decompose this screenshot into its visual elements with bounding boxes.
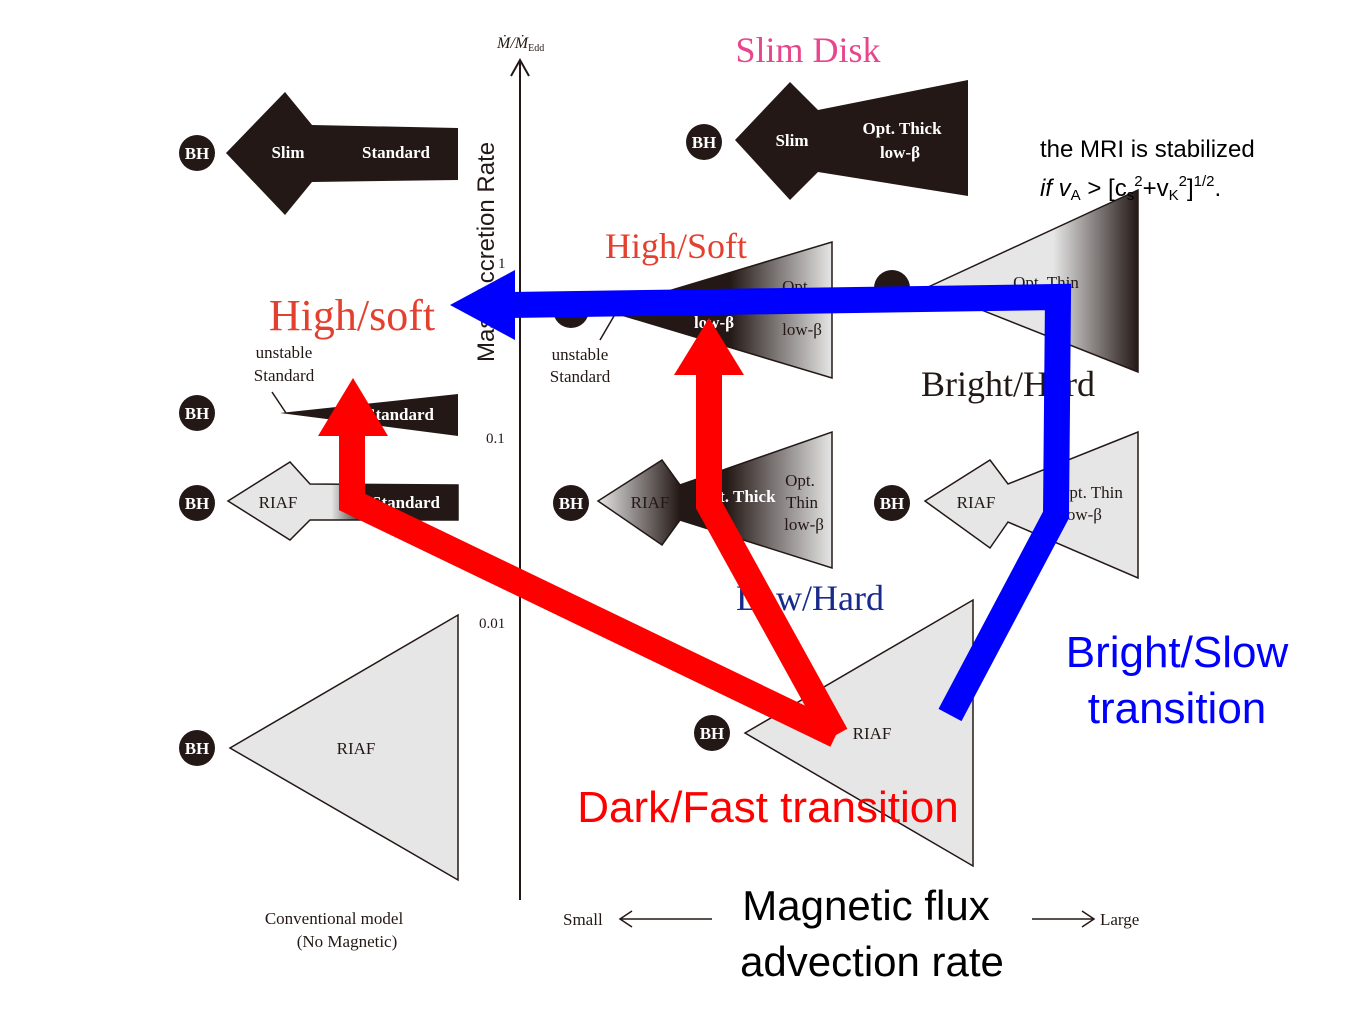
svg-text:RIAF: RIAF <box>259 493 298 512</box>
bright-slow-label-line1: Bright/Slow <box>1066 628 1289 677</box>
middle-slim-arrow: BH Slim Opt. Thick low-β <box>686 80 968 200</box>
left-riaf: BH RIAF <box>179 613 459 882</box>
svg-text:BH: BH <box>692 133 717 152</box>
bright-slow-transition-path <box>450 270 1072 722</box>
x-axis-title-line2: advection rate <box>740 938 1004 985</box>
svg-text:BH: BH <box>559 494 584 513</box>
left-caption-line1: Conventional model <box>265 909 404 928</box>
svg-text:BH: BH <box>185 739 210 758</box>
left-caption-line2: (No Magnetic) <box>297 932 398 951</box>
svg-text:unstable: unstable <box>552 345 609 364</box>
svg-text:Opt.: Opt. <box>785 471 815 490</box>
dark-fast-label: Dark/Fast transition <box>577 783 958 832</box>
x-axis-right-arrow <box>1032 910 1096 928</box>
svg-text:RIAF: RIAF <box>337 739 376 758</box>
svg-text:low-β: low-β <box>782 320 822 339</box>
svg-text:Opt. Thin: Opt. Thin <box>1057 483 1123 502</box>
svg-text:low-β: low-β <box>784 515 824 534</box>
y-axis <box>510 57 530 900</box>
right-riaf-opt-thin: BH RIAF Opt. Thin low-β <box>874 430 1139 580</box>
high-soft-title: High/Soft <box>605 226 747 266</box>
middle-riaf-thick-disk: BH RIAF Opt. Thick Opt. Thin low-β <box>553 430 833 570</box>
svg-text:Thin: Thin <box>786 493 819 512</box>
tick-label-0-1: 0.1 <box>486 431 505 447</box>
svg-text:BH: BH <box>185 494 210 513</box>
svg-text:RIAF: RIAF <box>957 493 996 512</box>
bright-slow-label-line2: transition <box>1088 684 1267 733</box>
svg-text:Standard: Standard <box>366 405 435 424</box>
slim-disk-title: Slim Disk <box>735 30 880 70</box>
left-unstable-standard: BH Standard unstable Standard <box>179 343 458 436</box>
right-opt-thin-disk: Opt. Thin <box>874 188 1139 374</box>
left-slim-disk-arrow: BH Slim Standard <box>179 92 458 215</box>
mri-note-line2: if vA > [cs2+vK2]1/2. <box>1040 173 1221 204</box>
svg-text:Standard: Standard <box>254 366 315 385</box>
mri-note-line1: the MRI is stabilized <box>1040 136 1255 163</box>
svg-text:unstable: unstable <box>256 343 313 362</box>
x-axis-small-label: Small <box>563 910 603 929</box>
x-axis-left-arrow <box>618 910 712 928</box>
svg-text:BH: BH <box>185 144 210 163</box>
svg-text:BH: BH <box>700 724 725 743</box>
svg-text:Opt. Thick: Opt. Thick <box>862 119 942 138</box>
svg-text:Standard: Standard <box>550 367 611 386</box>
svg-text:RIAF: RIAF <box>631 493 670 512</box>
svg-text:Standard: Standard <box>362 143 431 162</box>
svg-text:BH: BH <box>880 494 905 513</box>
svg-text:Slim: Slim <box>775 131 808 150</box>
dark-fast-transition-path <box>318 318 848 747</box>
svg-text:BH: BH <box>185 404 210 423</box>
x-axis-large-label: Large <box>1100 910 1139 929</box>
x-axis-title-line1: Magnetic flux <box>742 882 989 929</box>
svg-text:RIAF: RIAF <box>853 724 892 743</box>
middle-riaf-large: BH RIAF <box>694 598 974 868</box>
tick-label-0-01: 0.01 <box>479 616 505 632</box>
tick-label-1: 1 <box>498 256 506 272</box>
svg-text:Slim: Slim <box>271 143 304 162</box>
svg-text:low-β: low-β <box>880 143 920 162</box>
svg-text:low-β: low-β <box>1062 505 1102 524</box>
y-axis-symbol: Ṁ/ṀEdd <box>496 34 544 54</box>
high-soft-left-label: High/soft <box>269 291 435 340</box>
